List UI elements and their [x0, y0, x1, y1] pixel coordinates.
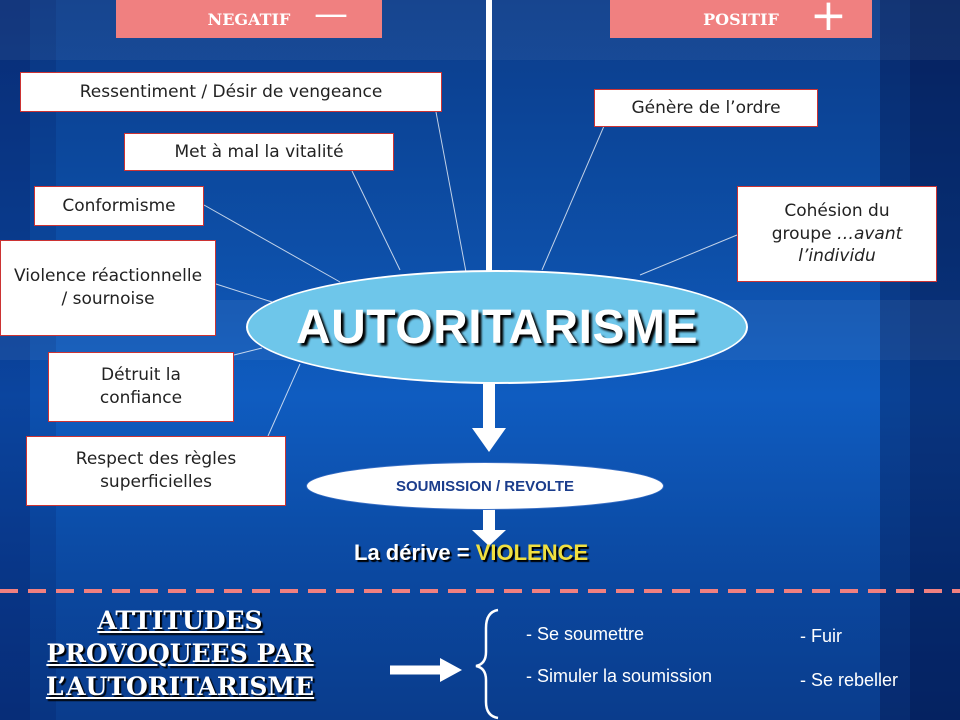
positive-item-text: groupe: [771, 223, 837, 244]
negative-item-label: Violence réactionnelle / sournoise: [13, 266, 203, 309]
attitudes-title-line: ATTITUDES: [97, 606, 263, 635]
background-stripe: [910, 0, 960, 720]
arrow-shaft: [483, 508, 495, 532]
negative-item-conformisme: Conformisme: [34, 186, 204, 226]
derive-line: La dérive = VIOLENCE: [354, 540, 588, 566]
soumission-ellipse: SOUMISSION / REVOLTE: [306, 462, 664, 510]
autoritarisme-ellipse: AUTORITARISME: [246, 270, 748, 384]
plus-icon: +: [810, 0, 847, 41]
negative-item-violence: Violence réactionnelle / sournoise: [0, 240, 216, 336]
negative-item-label: Ressentiment / Désir de vengeance: [79, 81, 383, 102]
option-item: - Fuir: [800, 626, 842, 646]
connector-line: [435, 111, 467, 273]
connector-line: [203, 204, 341, 283]
down-arrow-icon: [472, 530, 506, 546]
option-item: - Se soumettre: [526, 624, 645, 644]
positive-label: POSITIF: [703, 9, 779, 29]
header-positive: POSITIF +: [610, 0, 872, 41]
negative-item-regles: Respect des règles superficielles: [26, 436, 286, 506]
derive-value: VIOLENCE: [475, 540, 589, 565]
connector-line: [351, 170, 401, 271]
arrow-shaft: [483, 384, 495, 430]
autoritarisme-title: AUTORITARISME: [295, 300, 699, 354]
positive-item-cohesion: Cohésion du groupe …avant l’individu: [737, 186, 937, 282]
option-item: - Simuler la soumission: [526, 666, 713, 686]
minus-icon: —: [314, 0, 348, 34]
right-arrow-icon: [440, 658, 462, 682]
positive-item-line: groupe …avant: [772, 223, 903, 246]
attitudes-title-line: PROVOQUEES PAR: [46, 639, 314, 668]
down-arrow-icon: [472, 428, 506, 452]
connector-line: [541, 125, 605, 271]
negative-item-confiance: Détruit la confiance: [48, 352, 234, 422]
positive-item-italic: …avant: [836, 223, 903, 244]
background-stripe: [880, 0, 960, 720]
attitudes-title: ATTITUDES PROVOQUEES PAR L’AUTORITARISME: [28, 604, 332, 703]
attitudes-title-line: L’AUTORITARISME: [45, 672, 315, 701]
option-item: - Se rebeller: [800, 670, 899, 690]
soumission-label: SOUMISSION / REVOLTE: [395, 478, 575, 495]
negative-item-ressentiment: Ressentiment / Désir de vengeance: [20, 72, 442, 112]
connector-line: [267, 363, 301, 437]
negative-item-label: Conformisme: [62, 195, 176, 216]
background-stripe: [0, 0, 30, 720]
connector-line: [639, 234, 738, 276]
derive-prefix: La dérive =: [354, 540, 476, 565]
header-negative: NEGATIF —: [116, 0, 382, 38]
positive-item-ordre: Génère de l’ordre: [594, 89, 818, 127]
connector-line: [233, 347, 263, 356]
positive-item-label: Génère de l’ordre: [631, 97, 781, 118]
negative-label: NEGATIF: [207, 9, 291, 29]
positive-item-italic: l’individu: [798, 246, 876, 267]
connector-line: [215, 283, 273, 303]
negative-item-label: Détruit la confiance: [99, 365, 183, 408]
positive-item-line: Cohésion du: [784, 200, 890, 221]
negative-item-vitalite: Met à mal la vitalité: [124, 133, 394, 171]
brace-icon: [475, 608, 499, 720]
negative-item-label: Met à mal la vitalité: [174, 141, 344, 162]
negative-item-label: Respect des règles superficielles: [75, 449, 237, 492]
